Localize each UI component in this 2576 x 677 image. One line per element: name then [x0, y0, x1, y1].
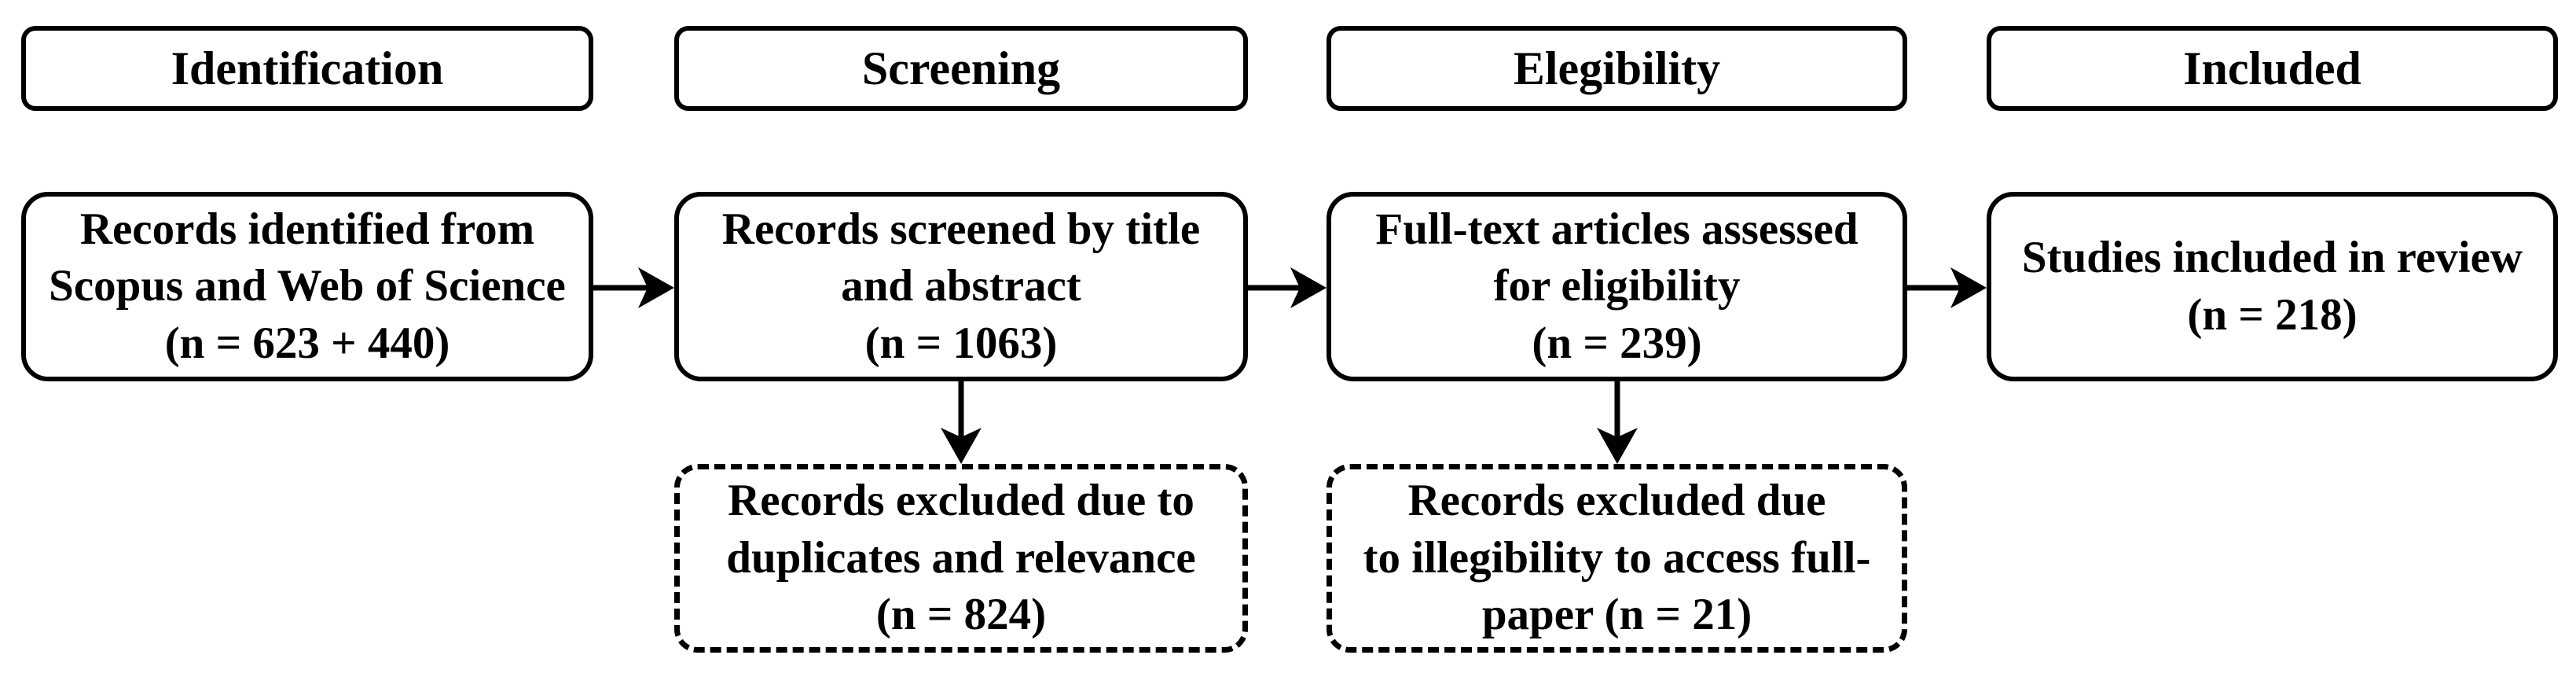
stage-header-label: Screening: [861, 42, 1061, 94]
arrow-down-icon: [1597, 380, 1638, 464]
stage-header-included: Included: [1987, 26, 2558, 111]
box-text-line: Full-text articles assessed: [1375, 204, 1859, 254]
box-text-line: and abstract: [841, 261, 1081, 311]
fulltext-assessed-box: Full-text articles assessed for eligibil…: [1327, 192, 1907, 381]
box-text-line: (n = 239): [1532, 318, 1702, 368]
records-excluded-duplicates-box: Records excluded due to duplicates and r…: [674, 464, 1248, 653]
box-text-line: Records excluded due to: [728, 476, 1194, 526]
box-text-line: for eligibility: [1493, 261, 1741, 311]
records-screened-box: Records screened by title and abstract (…: [674, 192, 1248, 381]
stage-header-label: Included: [2183, 42, 2361, 94]
box-text-line: to illegibility to access full-: [1363, 532, 1871, 583]
arrow-right-icon: [1246, 267, 1327, 308]
box-text-line: (n = 218): [2187, 289, 2358, 340]
arrow-down-icon: [941, 380, 982, 464]
box-text-line: Scopus and Web of Science: [49, 261, 566, 311]
box-text-line: paper (n = 21): [1481, 590, 1752, 640]
records-identified-box: Records identified from Scopus and Web o…: [21, 192, 593, 381]
box-text-line: duplicates and relevance: [726, 532, 1196, 583]
stage-header-label: Elegibility: [1513, 42, 1721, 94]
box-text-line: Records identified from: [79, 204, 535, 254]
stage-header-screening: Screening: [674, 26, 1248, 111]
arrow-right-icon: [592, 267, 674, 308]
box-text-line: (n = 1063): [864, 318, 1058, 368]
box-text-line: Records excluded due: [1407, 476, 1826, 526]
stage-header-identification: Identification: [21, 26, 593, 111]
records-excluded-fullpaper-box: Records excluded due to illegibility to …: [1327, 464, 1907, 653]
studies-included-box: Studies included in review (n = 218): [1987, 192, 2558, 381]
box-text-line: (n = 824): [875, 590, 1047, 640]
box-text-line: Records screened by title: [721, 204, 1201, 254]
stage-header-elegibility: Elegibility: [1327, 26, 1907, 111]
box-text-line: Studies included in review: [2021, 233, 2523, 283]
arrow-right-icon: [1906, 267, 1987, 308]
stage-header-label: Identification: [171, 42, 444, 94]
box-text-line: (n = 623 + 440): [164, 318, 450, 368]
